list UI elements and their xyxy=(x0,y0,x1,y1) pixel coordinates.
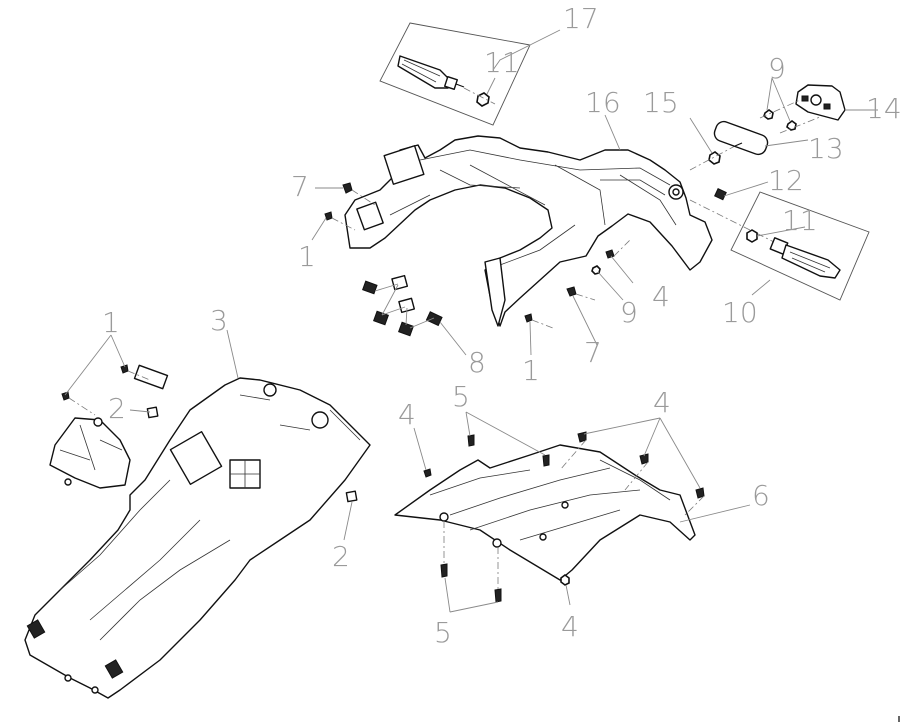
kit-box-17 xyxy=(379,22,531,126)
spring-clips-8 xyxy=(362,274,443,337)
screw-5-bottom-b xyxy=(494,588,502,603)
nut-11-right xyxy=(746,229,758,243)
callout-5-top: 5 xyxy=(452,380,470,413)
callout-8: 8 xyxy=(468,346,486,379)
callout-11-right: 11 xyxy=(782,204,818,237)
screw-7-mid xyxy=(566,286,577,297)
callout-2-right: 2 xyxy=(332,540,350,573)
callout-16: 16 xyxy=(585,86,621,119)
screw-4-lowleft xyxy=(423,468,432,478)
screw-7-left xyxy=(342,182,353,194)
screw-4-top-c xyxy=(695,487,705,499)
nut-4-bottom xyxy=(560,574,570,586)
callout-15: 15 xyxy=(643,86,679,119)
callout-2-left: 2 xyxy=(108,392,126,425)
screw-4-mid xyxy=(605,249,615,259)
left-turn-indicator-kit xyxy=(379,22,531,126)
screw-1-b xyxy=(61,391,70,401)
reflector xyxy=(713,120,769,156)
screw-5-top-a xyxy=(467,434,475,447)
callout-7-left: 7 xyxy=(291,170,309,203)
callout-4-bottom: 4 xyxy=(561,610,579,643)
callout-6: 6 xyxy=(752,479,770,512)
callout-4-mid: 4 xyxy=(652,280,670,313)
clip-nut-2-right xyxy=(345,490,358,503)
callout-10: 10 xyxy=(722,296,758,329)
right-turn-indicator xyxy=(769,237,841,279)
number-plate-holder xyxy=(344,135,713,327)
callout-labels: 17 11 16 15 9 14 13 12 11 10 7 1 4 9 7 1… xyxy=(102,2,902,649)
nut-15 xyxy=(708,151,721,165)
leader-lines xyxy=(64,29,878,613)
clip-nut-2-left xyxy=(146,406,159,419)
mudguard-bracket xyxy=(49,364,169,489)
screw-1-a xyxy=(120,364,129,374)
callout-5-bottom: 5 xyxy=(434,616,452,649)
callout-1-mid: 1 xyxy=(522,354,540,387)
callout-14: 14 xyxy=(866,92,902,125)
nut-11 xyxy=(476,92,490,107)
rear-mudguard xyxy=(24,377,371,699)
screw-1-mid xyxy=(524,313,533,323)
holder-hook xyxy=(383,145,425,185)
callout-4-topright: 4 xyxy=(653,386,671,419)
callout-12: 12 xyxy=(768,164,804,197)
callout-1-left: 1 xyxy=(298,240,316,273)
right-turn-indicator-kit xyxy=(730,191,870,301)
callout-7-mid: 7 xyxy=(584,336,602,369)
callout-11-top: 11 xyxy=(484,46,520,79)
number-plate-light xyxy=(795,84,846,121)
nut-12 xyxy=(714,188,727,201)
screw-5-bottom-a xyxy=(440,563,448,578)
left-turn-indicator xyxy=(397,55,465,91)
callout-9-top: 9 xyxy=(768,52,786,85)
screw-5-top-b xyxy=(542,454,550,467)
callout-13: 13 xyxy=(808,132,844,165)
callout-4-lowleft: 4 xyxy=(398,398,416,431)
lower-rear-cover xyxy=(394,444,696,581)
nut-9-b xyxy=(786,120,797,131)
screw-1-left xyxy=(324,211,333,221)
callout-3: 3 xyxy=(210,304,228,337)
kit-box-10 xyxy=(730,191,870,301)
callout-17: 17 xyxy=(563,2,599,35)
callout-9-mid: 9 xyxy=(620,296,638,329)
callout-1-lower: 1 xyxy=(102,306,120,339)
nut-9-a xyxy=(763,109,774,120)
